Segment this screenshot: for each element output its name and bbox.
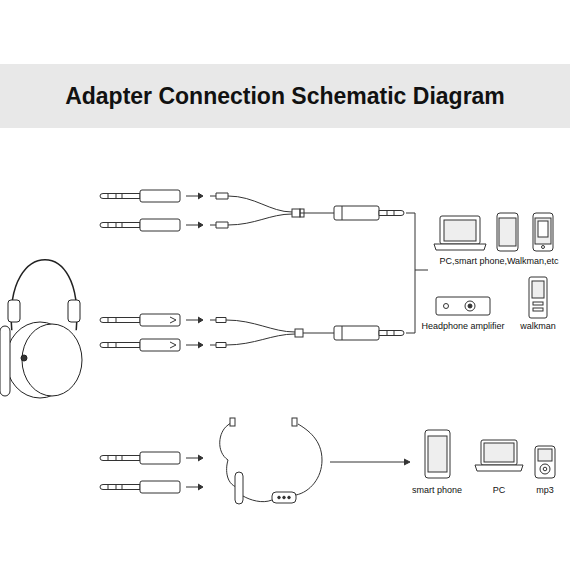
label-text: PC,smart phone,Walkman,etc	[437, 256, 561, 266]
label-text: walkman	[518, 321, 558, 331]
title-text: Adapter Connection Schematic Diagram	[65, 83, 505, 109]
label-text: smart phone	[410, 485, 465, 495]
label-text: mp3	[534, 485, 556, 495]
label-text: PC	[491, 485, 508, 495]
device-label: PC,smart phone,Walkman,etc	[437, 256, 561, 266]
device-label: smart phone	[410, 485, 465, 495]
device-label: mp3	[534, 485, 556, 495]
label-text: Headphone amplifier	[419, 321, 507, 331]
title: Adapter Connection Schematic Diagram	[0, 64, 570, 128]
device-label: Headphone amplifier	[419, 321, 507, 331]
device-label: walkman	[518, 321, 558, 331]
device-label: PC	[491, 485, 508, 495]
